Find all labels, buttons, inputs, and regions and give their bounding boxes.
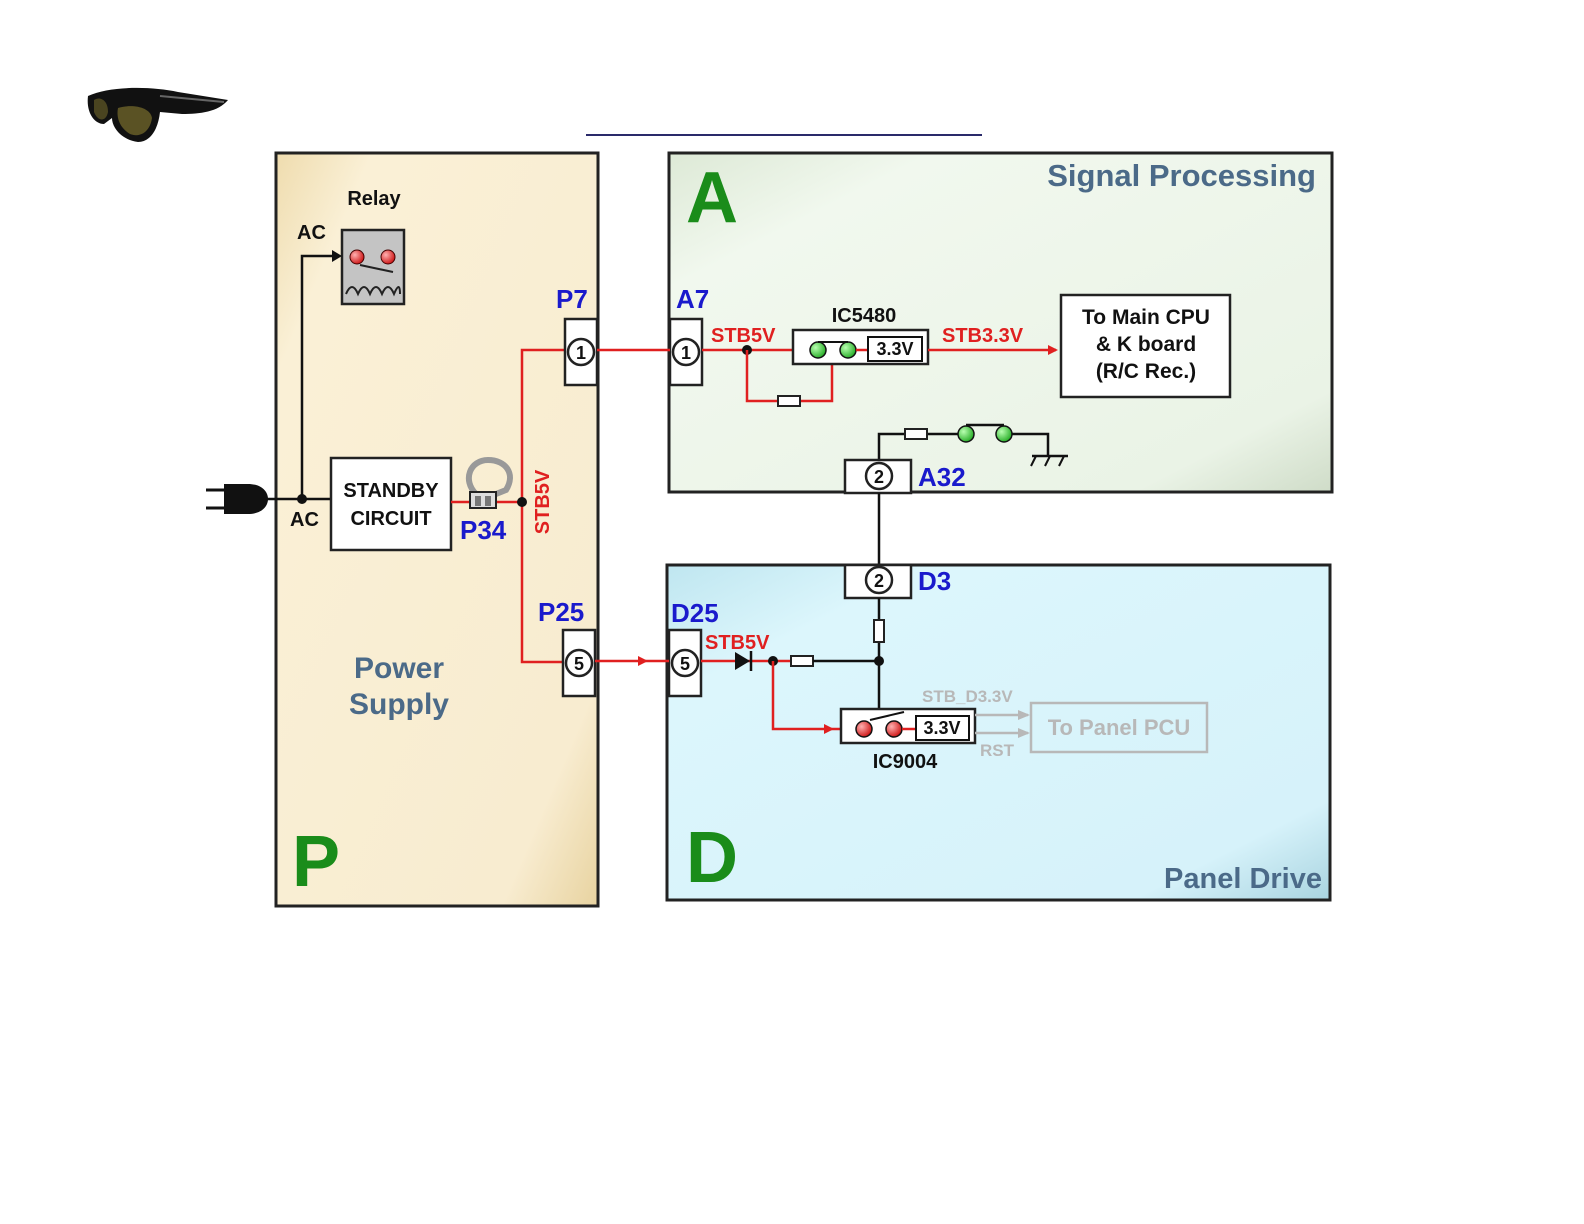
board-letter-a: A [686, 158, 738, 238]
led-green-icon [958, 426, 974, 442]
resistor-icon [905, 429, 927, 439]
standby-circuit-block: STANDBY CIRCUIT [331, 458, 451, 550]
ic5480-voltage: 3.3V [876, 339, 913, 359]
a7-pin: 1 [681, 343, 691, 363]
relay-label: Relay [347, 188, 401, 210]
a-stb5v-label: STB5V [711, 325, 776, 347]
led-green-icon [840, 342, 856, 358]
ic9004-block: 3.3V [841, 709, 975, 743]
stb5v-vertical-label: STB5V [532, 469, 554, 534]
main-cpu-destination-box: To Main CPU & K board (R/C Rec.) [1061, 295, 1230, 397]
led-red-icon [856, 721, 872, 737]
panel-drive-board: D Panel Drive 2 D3 D25 5 STB5V [595, 565, 1330, 900]
d25-pin: 5 [680, 654, 690, 674]
connector-d3-label: D3 [918, 566, 951, 596]
p7-pin: 1 [576, 343, 586, 363]
board-letter-d: D [686, 818, 738, 898]
connector-a32: 2 [845, 460, 911, 493]
d3-pin: 2 [874, 571, 884, 591]
ic9004-voltage: 3.3V [923, 718, 960, 738]
3d-glasses-icon [88, 88, 228, 142]
power-supply-title-line1: Power [354, 652, 444, 685]
ic5480-label: IC5480 [832, 305, 897, 327]
rst-label: RST [980, 741, 1015, 760]
fuse-p34-label: P34 [460, 515, 507, 545]
signal-processing-title: Signal Processing [1047, 158, 1316, 193]
standby-line2: CIRCUIT [350, 508, 431, 530]
resistor-icon [874, 620, 884, 642]
connector-a7: 1 [670, 319, 702, 385]
standby-line1: STANDBY [343, 480, 439, 502]
power-plug-icon [206, 484, 268, 514]
d-stb5v-label: STB5V [705, 632, 770, 654]
connector-p7: 1 [565, 319, 597, 385]
ic5480-block: 3.3V [793, 330, 928, 364]
dest-line2: & K board [1096, 333, 1196, 356]
connector-a7-label: A7 [676, 284, 709, 314]
resistor-icon [778, 396, 800, 406]
led-red-icon [886, 721, 902, 737]
power-supply-board: P Power Supply Relay AC AC STANDBY C [206, 153, 598, 906]
a32-pin: 2 [874, 467, 884, 487]
connector-d3: 2 [845, 565, 911, 598]
signal-processing-board: A Signal Processing A7 1 STB5V IC5480 3.… [597, 153, 1332, 493]
p25-pin: 5 [574, 654, 584, 674]
power-supply-title-line2: Supply [349, 688, 449, 721]
connector-p25: 5 [563, 630, 595, 696]
ac-top-label: AC [297, 222, 326, 244]
panel-drive-title: Panel Drive [1164, 863, 1322, 895]
ac-bottom-label: AC [290, 509, 319, 531]
dest-line1: To Main CPU [1082, 306, 1210, 329]
board-letter-p: P [292, 822, 340, 902]
connector-a32-label: A32 [918, 462, 966, 492]
connector-d25: 5 [669, 630, 701, 696]
stb33v-label: STB3.3V [942, 325, 1024, 347]
connector-p25-label: P25 [538, 597, 584, 627]
dest-line3: (R/C Rec.) [1096, 360, 1196, 383]
relay-icon [342, 230, 404, 304]
ic9004-label: IC9004 [873, 751, 938, 773]
panel-pcu-label: To Panel PCU [1048, 715, 1191, 740]
connector-d25-label: D25 [671, 598, 719, 628]
led-green-icon [996, 426, 1012, 442]
connector-p7-label: P7 [556, 284, 588, 314]
stb-d33v-label: STB_D3.3V [922, 687, 1013, 706]
led-green-icon [810, 342, 826, 358]
resistor-icon [791, 656, 813, 666]
